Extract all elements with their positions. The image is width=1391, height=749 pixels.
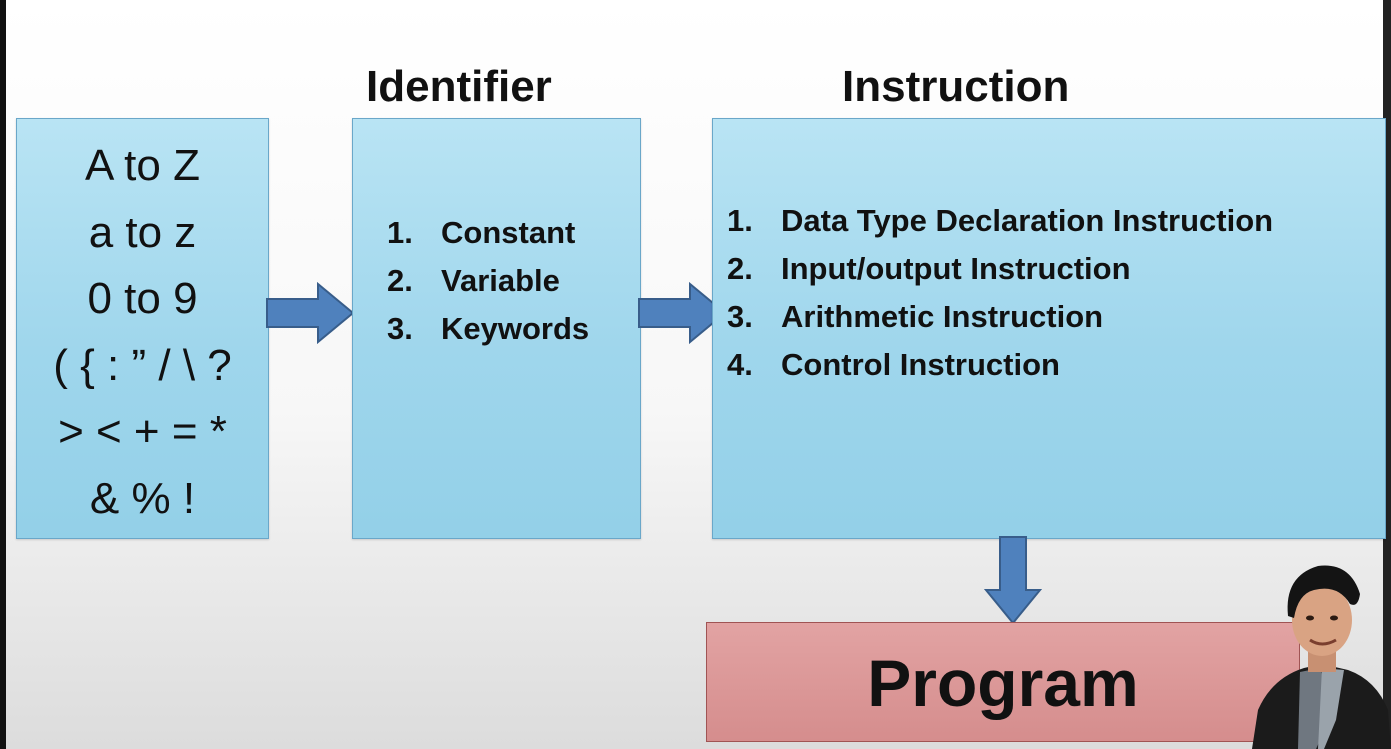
item-label: Input/output Instruction	[781, 251, 1131, 286]
character-set-box: A to Z a to z 0 to 9 ( { : ” / \ ? > < +…	[16, 118, 269, 539]
item-number: 1.	[727, 203, 753, 238]
left-edge	[0, 0, 6, 749]
identifier-item: 2. Variable	[387, 257, 589, 305]
item-label: Constant	[441, 215, 576, 250]
instruction-item: 2. Input/output Instruction	[727, 245, 1273, 293]
identifier-item: 3. Keywords	[387, 305, 589, 353]
identifier-heading: Identifier	[366, 62, 552, 111]
item-label: Control Instruction	[781, 347, 1060, 382]
item-number: 2.	[727, 251, 753, 286]
item-number: 4.	[727, 347, 753, 382]
right-edge	[1383, 0, 1391, 749]
character-set-line: A to Z	[85, 141, 200, 190]
character-set-line: > < + = *	[58, 407, 227, 456]
arrow-down-icon	[984, 536, 1042, 625]
item-label: Data Type Declaration Instruction	[781, 203, 1274, 238]
instruction-item: 4. Control Instruction	[727, 341, 1273, 389]
item-number: 1.	[387, 215, 413, 250]
character-set-line: & % !	[89, 473, 196, 523]
identifier-item: 1. Constant	[387, 209, 589, 257]
item-label: Arithmetic Instruction	[781, 299, 1104, 334]
item-number: 3.	[727, 299, 753, 334]
program-box: Program	[706, 622, 1300, 742]
character-set-line: 0 to 9	[87, 274, 198, 323]
arrow-right-icon	[638, 282, 727, 344]
item-label: Variable	[441, 263, 560, 298]
instruction-heading: Instruction	[842, 62, 1070, 111]
item-label: Keywords	[441, 311, 590, 346]
character-set-line: ( { : ” / \ ?	[53, 340, 232, 390]
instruction-box: 1. Data Type Declaration Instruction 2. In…	[712, 118, 1386, 539]
instruction-item: 3. Arithmetic Instruction	[727, 293, 1273, 341]
arrow-right-icon	[266, 282, 355, 344]
item-number: 3.	[387, 311, 413, 346]
presenter-photo	[1252, 565, 1391, 749]
identifier-box: 1. Constant 2. Variable 3. Keywords	[352, 118, 641, 539]
character-set-line: a to z	[88, 207, 197, 257]
item-number: 2.	[387, 263, 413, 298]
instruction-item: 1. Data Type Declaration Instruction	[727, 197, 1273, 245]
